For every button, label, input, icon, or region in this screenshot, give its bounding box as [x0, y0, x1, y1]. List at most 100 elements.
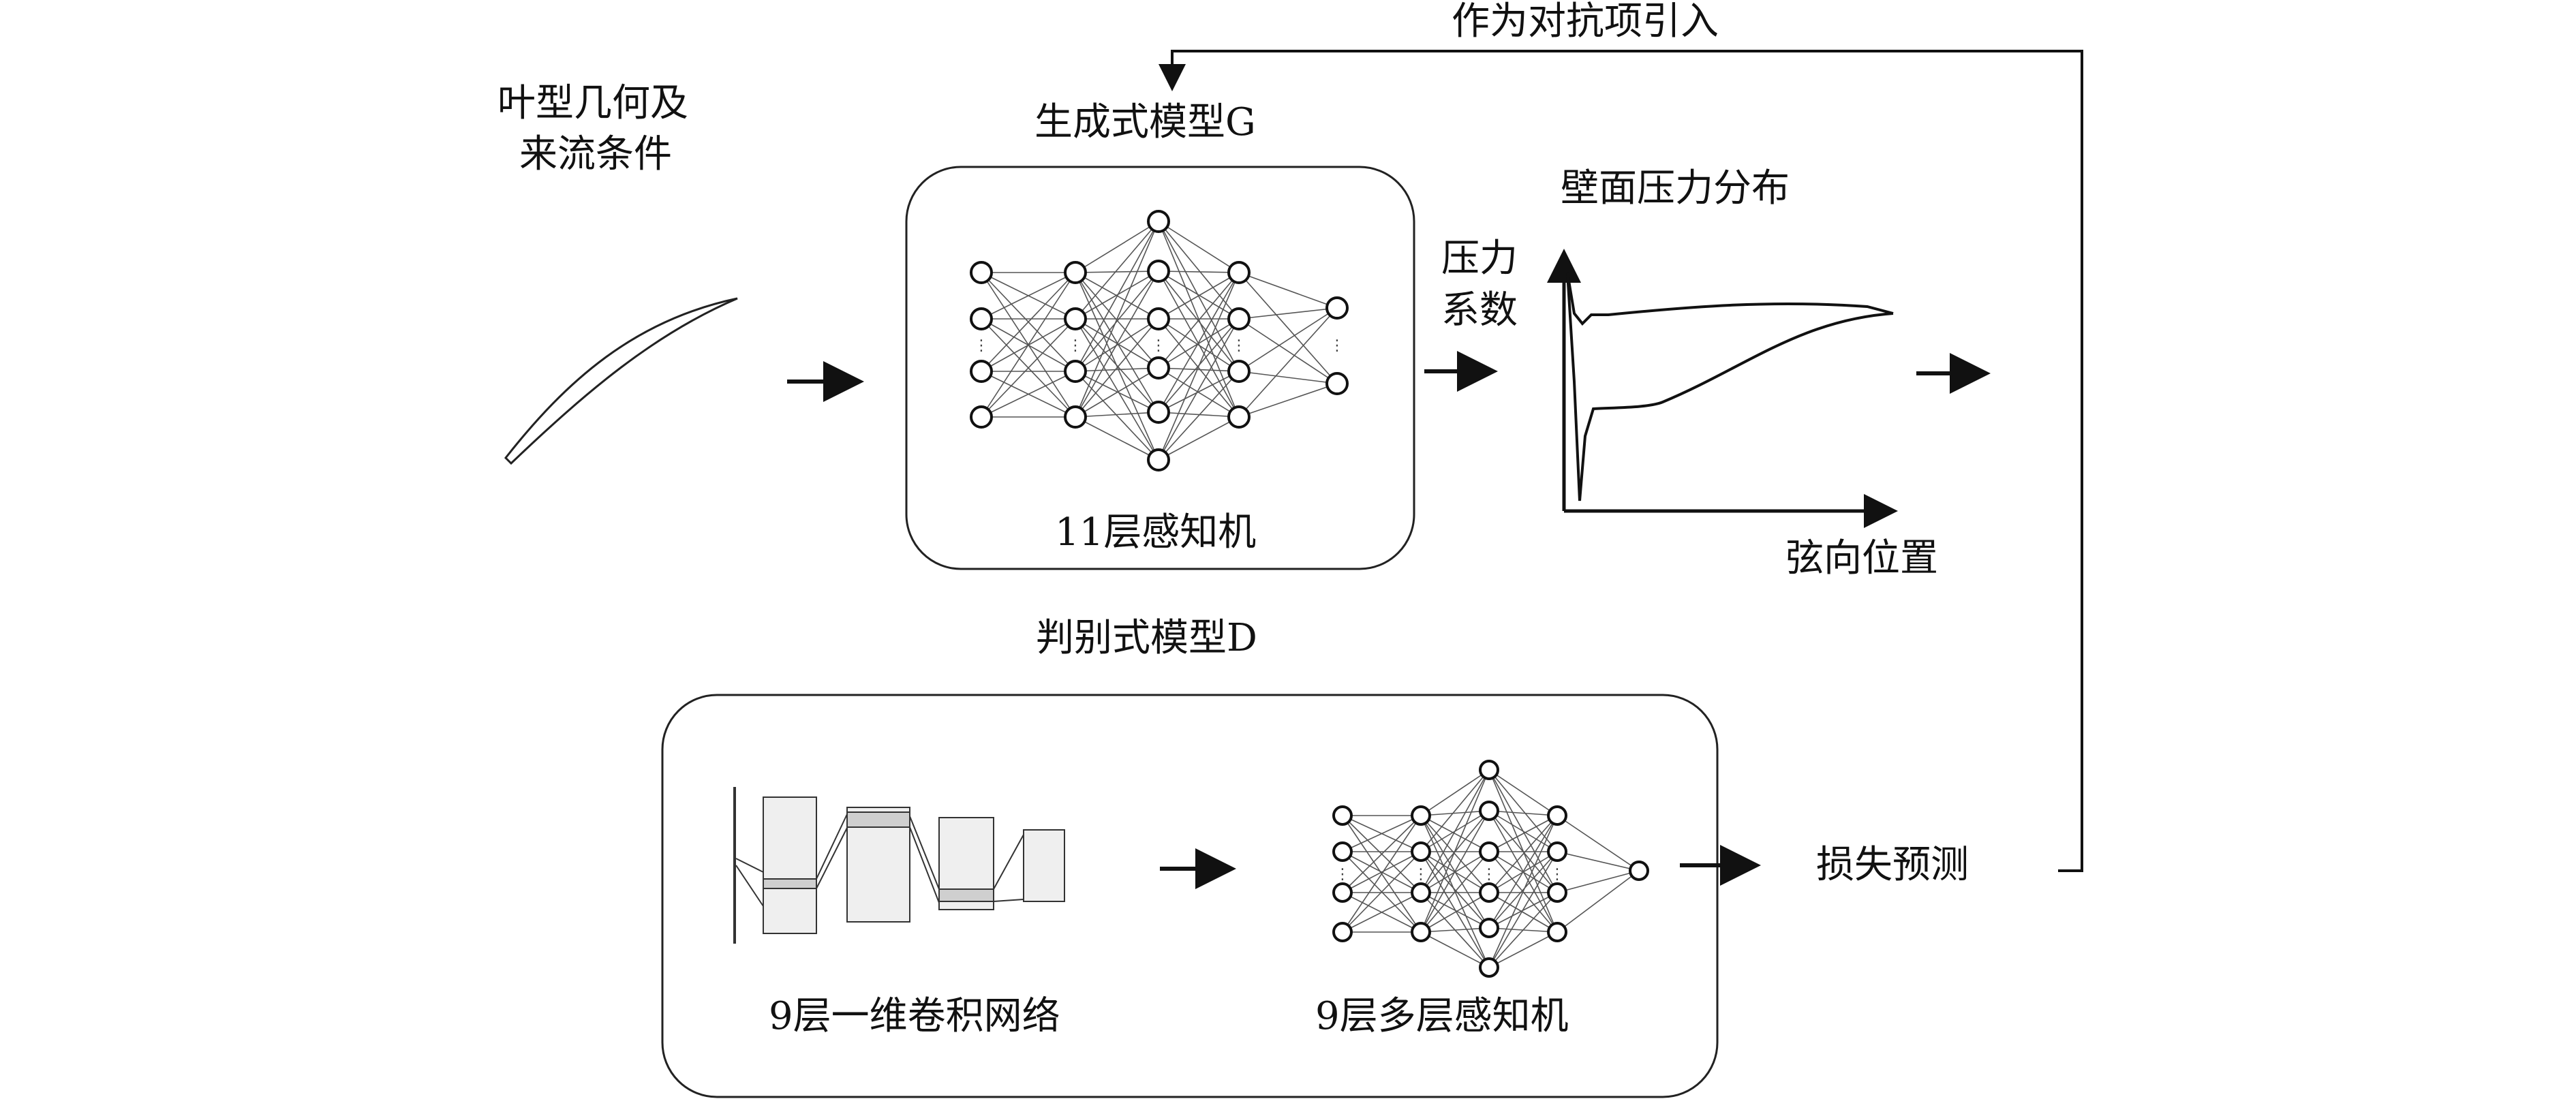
generator-neuron — [1147, 448, 1170, 471]
generator-title: 生成式模型G — [1034, 100, 1256, 144]
discriminator-connection — [1488, 815, 1558, 852]
generator-ellipsis: ⋮ — [1231, 337, 1246, 354]
feedback-loop-line — [1159, 50, 2083, 872]
discriminator-box — [661, 694, 1719, 1098]
discriminator-neuron — [1411, 922, 1431, 942]
discriminator-connection — [1342, 815, 1422, 933]
generator-connection — [1158, 221, 1240, 320]
generator-connection — [1238, 272, 1338, 309]
generator-connection — [1075, 318, 1159, 413]
discriminator-ellipsis: ⋮ — [1482, 866, 1497, 883]
discriminator-connection — [1420, 810, 1490, 816]
discriminator-connection — [1488, 892, 1558, 968]
generator-neuron — [1227, 360, 1251, 383]
discriminator-ellipsis: ⋮ — [1550, 866, 1565, 883]
pressure-curve-upper — [1566, 272, 1894, 326]
discriminator-neuron — [1332, 882, 1353, 903]
discriminator-connection — [1557, 851, 1640, 871]
discriminator-neuron — [1411, 805, 1431, 826]
generator-network: ⋮ ⋮ ⋮ ⋮ ⋮ — [970, 210, 1349, 471]
generator-connection — [1158, 221, 1240, 372]
discriminator-neuron — [1479, 841, 1499, 862]
discriminator-connection — [1342, 815, 1422, 852]
discriminator-neuron — [1547, 841, 1567, 862]
generator-connection — [1238, 307, 1338, 320]
discriminator-connection — [1488, 851, 1558, 968]
generator-neuron — [1064, 261, 1087, 284]
generator-connection — [1075, 371, 1159, 413]
generator-ellipsis: ⋮ — [1151, 337, 1166, 354]
discriminator-connection — [1420, 851, 1490, 968]
discriminator-connection — [1488, 815, 1558, 893]
plot-y-label-line2: 系数 — [1441, 288, 1518, 332]
discriminator-neuron — [1479, 918, 1499, 938]
generator-connection — [1075, 412, 1159, 418]
discriminator-connection — [1557, 870, 1640, 893]
generator-connection — [1238, 307, 1338, 418]
generator-connection — [1075, 318, 1159, 418]
plot-x-label: 弦向位置 — [1785, 536, 1938, 581]
generator-connection — [1158, 412, 1240, 418]
discriminator-neuron — [1629, 861, 1649, 881]
generator-box — [905, 166, 1415, 570]
generator-neuron — [970, 360, 993, 383]
generator-connection — [1158, 367, 1240, 372]
discriminator-connection — [1488, 769, 1558, 852]
discriminator-connection — [1557, 815, 1640, 871]
generator-connection — [981, 371, 1076, 418]
generator-connection — [1158, 318, 1240, 418]
discriminator-neuron — [1547, 882, 1567, 903]
generator-neuron — [970, 261, 993, 284]
discriminator-ellipsis: ⋮ — [1335, 866, 1350, 883]
generator-connection — [1158, 318, 1240, 461]
airfoil-shape — [504, 297, 738, 465]
generator-connection — [1075, 272, 1159, 413]
generator-ellipsis: ⋮ — [974, 337, 989, 354]
discriminator-connection — [1488, 892, 1558, 933]
discriminator-connection — [1342, 851, 1422, 933]
generator-ellipsis: ⋮ — [1068, 337, 1083, 354]
generator-connection — [1158, 371, 1240, 413]
generator-connection — [1075, 270, 1159, 418]
generator-connection — [1158, 270, 1240, 418]
pressure-curve-lower — [1566, 272, 1894, 501]
generator-neuron — [1064, 360, 1087, 383]
generator-connection — [1158, 270, 1240, 320]
generator-connection — [981, 272, 1076, 320]
discriminator-connection — [1342, 851, 1422, 893]
generator-connection — [1158, 272, 1240, 461]
generator-connection — [1075, 221, 1159, 320]
discriminator-connection — [1488, 851, 1558, 929]
generator-neuron — [1227, 405, 1251, 429]
discriminator-neuron — [1547, 805, 1567, 826]
generator-connection — [1158, 367, 1240, 418]
discriminator-connection — [1420, 769, 1490, 816]
discriminator-connection — [1488, 810, 1558, 852]
discriminator-ellipsis: ⋮ — [1413, 866, 1428, 883]
discriminator-neuron — [1479, 882, 1499, 903]
arrows — [787, 50, 2083, 889]
discriminator-connection — [1342, 892, 1422, 933]
generator-neuron — [1147, 307, 1170, 330]
generator-connection — [1075, 367, 1159, 372]
discriminator-neuron — [1479, 957, 1499, 978]
generator-neuron — [1325, 296, 1349, 320]
generator-connection — [1075, 221, 1159, 372]
input-label-line2: 来流条件 — [519, 132, 672, 176]
generator-connection — [1075, 221, 1159, 418]
discriminator-connection — [1420, 810, 1490, 933]
cnn-caption: 9层一维卷积网络 — [769, 994, 1060, 1038]
mlp-caption: 9层多层感知机 — [1315, 994, 1569, 1038]
generator-connection — [1238, 272, 1338, 384]
generator-connection — [1158, 371, 1240, 461]
generator-neuron — [970, 405, 993, 429]
generator-connection — [1158, 270, 1240, 273]
discriminator-connection — [1488, 810, 1558, 816]
discriminator-connection — [1488, 815, 1558, 968]
generator-ellipsis: ⋮ — [1330, 337, 1345, 354]
discriminator-connection — [1420, 815, 1490, 852]
generator-connection — [1075, 367, 1159, 418]
generator-neuron — [1227, 261, 1251, 284]
cnn-layers-illustration — [733, 787, 1065, 944]
generator-connection — [1075, 371, 1159, 461]
